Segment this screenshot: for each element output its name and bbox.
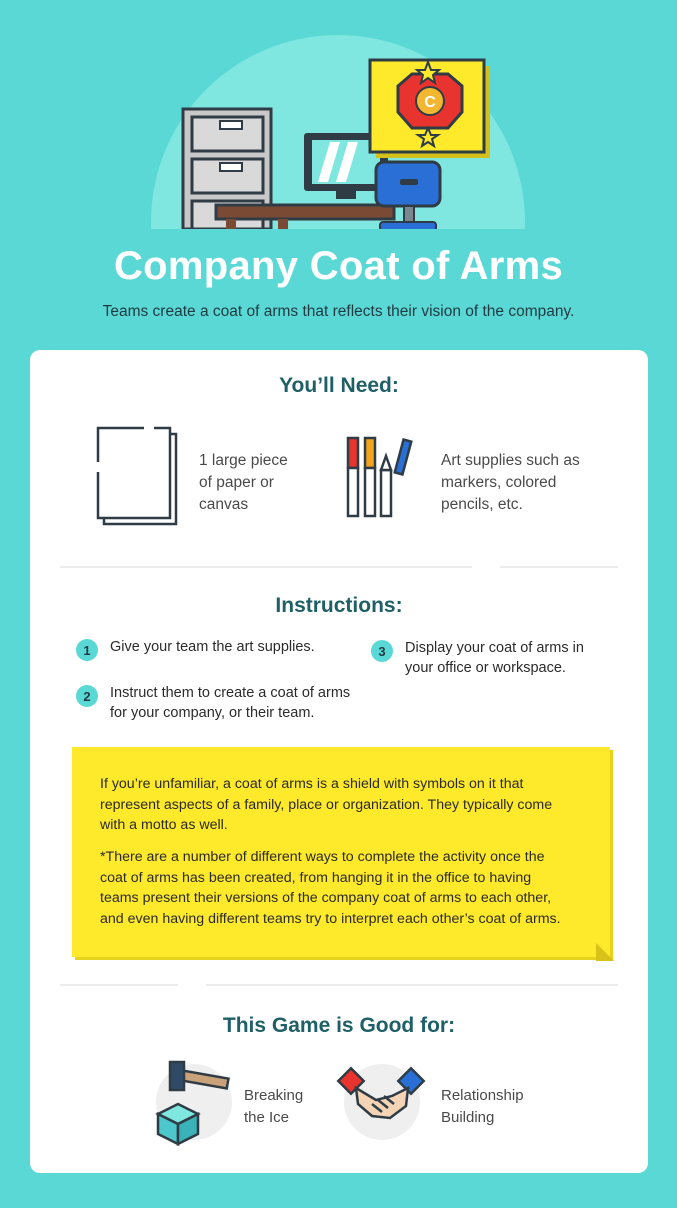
need-paper-text: 1 large piece of paper or canvas [199,452,288,513]
good-for-ice-text: Breaking the Ice [244,1087,304,1126]
instruction-step: 2 Instruct them to create a coat of arms… [76,683,376,723]
step-number-badge: 3 [371,640,393,662]
instruction-step: 1 Give your team the art supplies. [76,637,366,661]
divider [500,566,618,568]
instructions-title: Instructions: [275,594,403,617]
office-chair-icon [374,160,442,232]
page-title: Company Coat of Arms [113,244,563,288]
note-paragraph: If you’re unfamiliar, a coat of arms is … [100,776,553,833]
hero-illustration: C [0,35,677,240]
step-text: Display your coat of arms in your office… [405,640,584,676]
instruction-step: 3 Display your coat of arms in your offi… [371,638,621,678]
coat-of-arms-frame-icon: C [368,58,490,158]
good-for-title: This Game is Good for: [222,1014,456,1037]
note-paragraph: *There are a number of different ways to… [100,849,561,927]
step-text: Instruct them to create a coat of arms f… [110,685,351,721]
desk-icon [214,203,396,231]
activity-card: You’ll Need: 1 large piece of paper or c… [30,350,648,1173]
step-text: Give your team the art supplies. [110,639,315,655]
markers-icon [346,436,413,518]
divider [60,984,178,986]
handshake-icon [336,1066,426,1120]
paper-icon [94,426,178,526]
step-number-badge: 2 [76,685,98,707]
divider [206,984,618,986]
page-subtitle: Teams create a coat of arms that reflect… [102,303,575,320]
divider [60,566,472,568]
shield-letter: C [424,94,436,111]
ice-hammer-icon [155,1060,230,1147]
needs-title: You’ll Need: [279,374,399,397]
page-fold-decoration [596,943,614,961]
need-supplies-text: Art supplies such as markers, colored pe… [441,452,580,513]
good-for-relationship-text: Relationship Building [441,1087,524,1126]
step-number-badge: 1 [76,639,98,661]
info-note: If you’re unfamiliar, a coat of arms is … [72,747,614,961]
